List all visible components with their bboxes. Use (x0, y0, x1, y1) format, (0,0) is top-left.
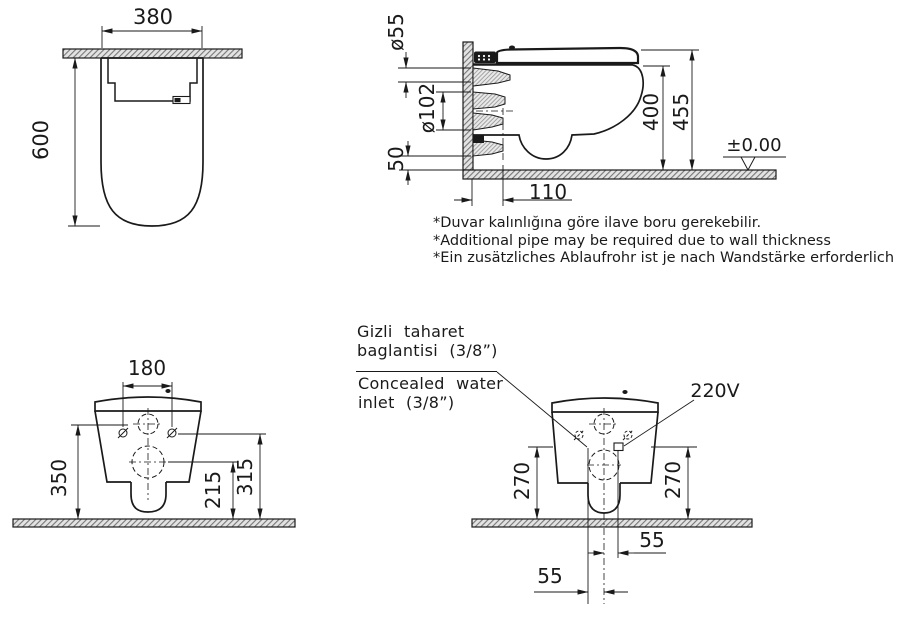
side-pipes (472, 67, 511, 157)
side-wall-section (462, 41, 474, 171)
front-left-lid (94, 396, 202, 412)
front-left-drain-hole (131, 445, 165, 479)
water-inlet-label-tr-line1: Gizli taharet (357, 322, 465, 341)
dim-drain-center-height: 215 (201, 470, 225, 510)
plan-control-panel (172, 95, 191, 105)
dim-rim-height: 400 (639, 92, 663, 132)
plan-tank-inner (107, 58, 198, 102)
side-seat-lid (495, 46, 640, 65)
floor-level-value: ±0.00 (726, 135, 782, 156)
plan-wall-section (62, 48, 243, 59)
front-left-floor-section (12, 518, 296, 528)
water-inlet-label-en-line2: inlet (3/8”) (358, 393, 455, 412)
note-turkish: *Duvar kalınlığına göre ilave boru gerek… (433, 215, 762, 231)
front-right-drain-hole (588, 449, 620, 481)
power-voltage-label: 220V (690, 380, 740, 402)
water-inlet-label-tr-line2: baglantisi (3/8”) (357, 341, 498, 360)
water-inlet-label-en-line1: Concealed water (358, 374, 504, 393)
floor-level-symbol (723, 156, 786, 172)
front-right-body (551, 411, 659, 484)
dim-drain-floor-offset: 50 (384, 146, 408, 172)
dim-plan-width: 380 (132, 5, 174, 29)
dim-offset-left: 55 (537, 564, 563, 588)
front-left-inlet-hole (137, 413, 159, 435)
front-view-right (356, 371, 753, 604)
dim-lid-height: 455 (669, 92, 693, 132)
side-floor-section (462, 169, 777, 180)
front-left-body (94, 410, 202, 483)
note-english: *Additional pipe may be required due to … (433, 232, 831, 249)
side-control-box (474, 51, 496, 63)
side-bowl-profile (473, 64, 644, 160)
dim-offset-right: 55 (639, 528, 665, 552)
front-left-mount-holes (117, 427, 178, 439)
front-right-lid (551, 397, 659, 413)
front-right-floor-section (471, 518, 753, 528)
water-inlet-leader (496, 371, 588, 448)
plan-toilet-outline (100, 58, 204, 227)
dim-left-height: 270 (510, 461, 534, 501)
dim-wall-to-drain: 110 (528, 180, 568, 204)
side-view (398, 41, 786, 206)
front-right-inlet-hole (593, 413, 615, 435)
note-german: *Ein zusätzliches Ablaufrohr ist je nach… (433, 250, 895, 266)
front-right-mount-holes (573, 429, 634, 441)
power-leader (623, 399, 695, 447)
front-view-left (12, 382, 296, 528)
dim-plan-depth: 600 (29, 119, 53, 161)
front-left-bowl (130, 482, 167, 513)
dim-drain-pipe-dia: ø102 (415, 82, 439, 134)
plan-view (62, 26, 243, 227)
dim-inlet-pipe-dia: ø55 (384, 13, 408, 51)
power-outlet-square (613, 442, 624, 452)
dim-hole-spacing: 180 (127, 356, 167, 380)
dim-hole-height: 315 (233, 457, 257, 497)
dim-right-height: 270 (661, 460, 685, 500)
dim-inlet-height: 350 (47, 458, 71, 498)
